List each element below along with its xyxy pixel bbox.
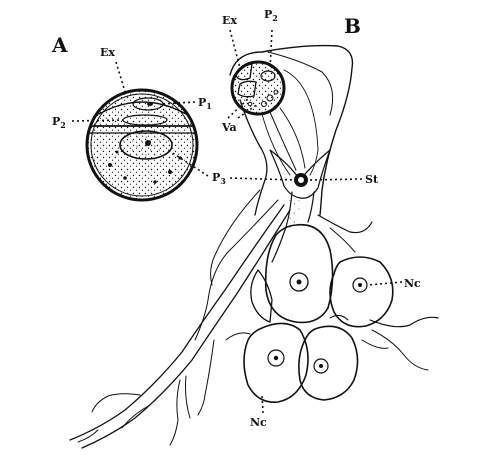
spore-b-clear-cell-1	[235, 63, 253, 81]
label-st: St	[365, 173, 379, 186]
fibre-2	[81, 209, 291, 449]
ganglion-cell-lower-left	[243, 322, 309, 403]
thread-4	[283, 69, 319, 176]
ganglion-cell-upper	[264, 223, 334, 324]
nucleus-lower-left	[267, 349, 285, 367]
stalk-nucleus-light	[298, 177, 304, 183]
sheath-inner-line	[267, 51, 334, 116]
dendrite-right	[369, 316, 439, 328]
spore-b-clear-cell-2	[237, 80, 257, 98]
fibre-branch-1	[169, 379, 181, 446]
cell-a-nucleolus-p1	[147, 102, 153, 106]
panel-label-b: B	[344, 14, 361, 38]
sheath-outline-right	[229, 44, 354, 216]
label-p2-a: P2	[52, 115, 66, 130]
cell-a-upper-wall	[98, 101, 187, 115]
thread-1	[269, 111, 297, 171]
fibre-branch-2	[185, 375, 191, 419]
ganglion-cell-lower-right	[298, 325, 359, 401]
label-nc-bottom: Nc	[250, 416, 267, 429]
trunk-texture	[288, 200, 300, 228]
label-nc-right: Nc	[404, 277, 421, 290]
cell-a-membrane	[85, 88, 199, 202]
labels: A B Ex P1 P2 P3 Ex P2 Va St Nc Nc	[51, 8, 421, 429]
thread-2	[279, 107, 306, 169]
ganglion-cell-right	[329, 256, 394, 328]
thread-3	[261, 113, 291, 176]
spore-b-nucleus	[260, 70, 276, 82]
leader-lines	[71, 29, 403, 414]
nucleus-lower-right	[313, 358, 329, 374]
label-va: Va	[221, 121, 237, 134]
fibre-branch-3	[91, 393, 141, 413]
cell-a-nucleolus-p3	[145, 140, 151, 146]
dendrite-upper-right	[317, 214, 373, 234]
label-p2-b: P2	[264, 8, 278, 23]
trunk-right	[307, 191, 315, 223]
panel-label-a: A	[51, 33, 68, 57]
nucleus-upper	[289, 272, 309, 292]
spore-b-vacuole-3	[273, 89, 279, 95]
cell-a-nucleus-p1	[132, 97, 164, 111]
label-p1: P1	[198, 96, 212, 111]
spore-b-wall	[230, 60, 286, 116]
spore-b-vacuole-1	[266, 94, 274, 102]
fibre-1	[69, 204, 285, 441]
panel-b-neuron	[69, 44, 439, 449]
sheath-outline-left	[239, 99, 268, 216]
label-ex-a: Ex	[100, 46, 115, 59]
label-ex-b: Ex	[222, 14, 237, 27]
cell-a-exine	[90, 93, 194, 197]
spore-b-vacuole-2	[261, 101, 267, 107]
label-p3: P3	[212, 171, 226, 186]
fibre-4	[210, 189, 261, 286]
fibre-3	[194, 199, 279, 341]
ganglion-cell-left-back	[250, 269, 273, 323]
panel-a-cell	[85, 88, 199, 202]
nucleus-right	[352, 277, 368, 293]
